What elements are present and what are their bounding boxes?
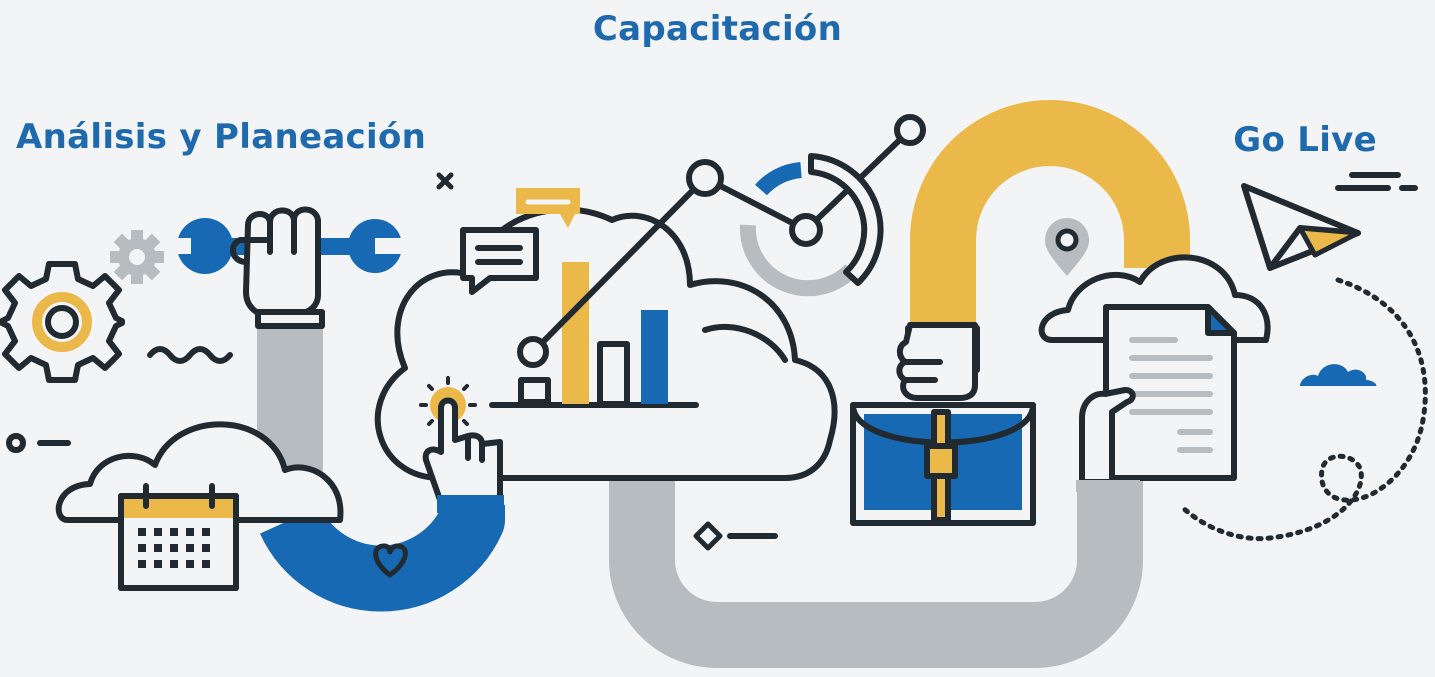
label-analysis-planning: Análisis y Planeación (16, 117, 427, 157)
small-gear-icon (110, 230, 164, 284)
pointing-hand-icon (419, 376, 504, 513)
hand-holding-document-icon (1076, 387, 1140, 492)
donut-chart-icon (739, 153, 884, 297)
heart-icon (373, 543, 408, 578)
paper-plane-icon (1241, 183, 1361, 271)
calendar-icon (118, 483, 239, 591)
hand-holding-briefcase-icon (896, 322, 978, 401)
blue-u-pipe (259, 487, 505, 612)
dot-dash-decoration-left (6, 433, 71, 453)
label-go-live: Go Live (1233, 120, 1377, 160)
large-gear-icon (0, 261, 125, 383)
dotted-flight-path (1177, 277, 1428, 542)
location-pin-icon (1045, 218, 1089, 276)
label-training: Capacitación (592, 9, 843, 49)
motion-lines-decoration (1335, 172, 1418, 191)
squiggle-decoration (147, 346, 233, 364)
fist-hand-icon (229, 206, 325, 329)
diamond-decoration (693, 521, 778, 551)
gray-u-pipe (609, 420, 1143, 668)
small-cloud-icon (1300, 364, 1377, 386)
chat-bubble-icon (460, 227, 539, 295)
bar-chart-icon (489, 262, 699, 408)
chat-bubble-icon-yellow (516, 188, 580, 228)
yellow-arch-pipe (910, 100, 1190, 325)
briefcase-icon (850, 325, 1036, 526)
x-mark-decoration (436, 172, 454, 190)
